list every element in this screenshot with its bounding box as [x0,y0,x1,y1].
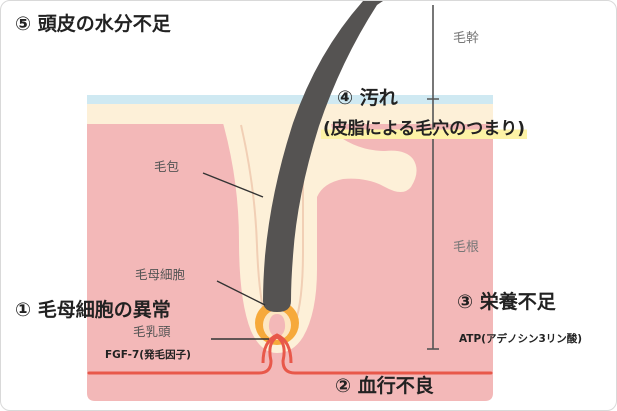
atp-label: ATP(アデノシン3リン酸) [459,333,583,345]
follicle-leader [202,172,264,198]
matrix-cell-leader [216,280,266,306]
blood-vessel-loop [261,333,293,364]
hair-shaft-label: 毛幹 [453,31,480,46]
papilla-label: 毛乳頭 [133,324,171,339]
dirt-detail-label: (皮脂による毛穴のつまり) [321,119,528,139]
hair-shaft [263,1,383,312]
epidermis [87,95,493,105]
scalp-moisture-label: ⑤ 頭皮の水分不足 [15,13,171,35]
matrix-cell-label: 毛母細胞 [135,267,186,282]
fgf7-label: FGF-7(発毛因子) [105,349,191,361]
matrix-abnormal-label: ① 毛母細胞の異常 [15,299,171,321]
dirt-label: ④ 汚れ [337,87,398,109]
blood-vessel [87,335,493,375]
dermal-papilla [268,314,286,338]
follicle-label: 毛包 [154,159,180,174]
blood-flow-label: ② 血行不良 [335,375,434,397]
nutrition-label: ③ 栄養不足 [457,291,556,313]
hair-root-label: 毛根 [453,240,480,255]
